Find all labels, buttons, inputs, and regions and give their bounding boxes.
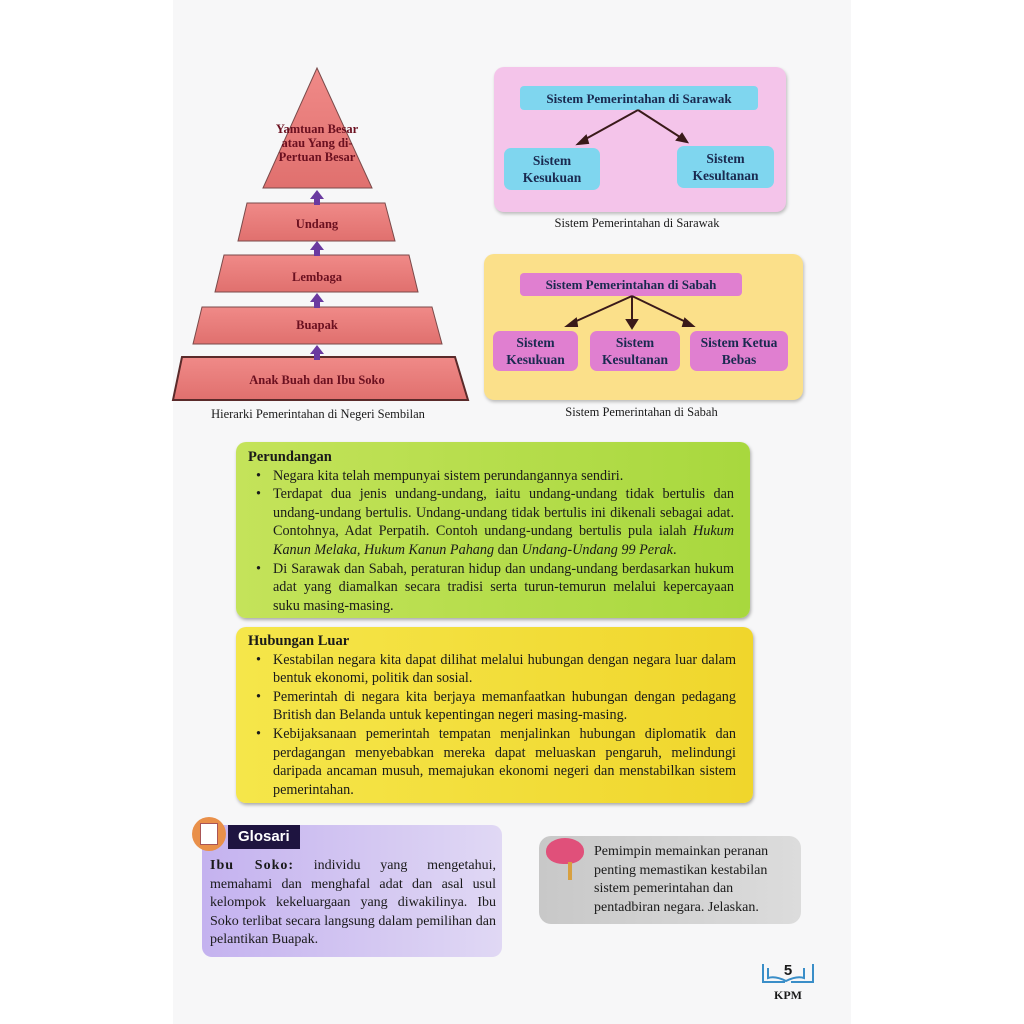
sarawak-title: Sistem Pemerintahan di Sarawak — [520, 86, 758, 110]
sabah-caption: Sistem Pemerintahan di Sabah — [565, 405, 718, 419]
perundangan-content: Perundangan Negara kita telah mempunyai … — [248, 448, 734, 615]
pyramid-level-5 — [171, 356, 470, 401]
pyramid-label-5: Anak Buah dan Ibu Soko — [249, 373, 385, 387]
brain-icon — [546, 838, 584, 864]
arrow-icons — [575, 109, 690, 146]
hubungan-title: Hubungan Luar — [248, 633, 350, 649]
pyramid-label-1: Yamtuan Besar atau Yang di-Pertuan Besar — [275, 122, 359, 164]
book-icon — [762, 964, 814, 983]
arrow-icons — [310, 190, 324, 360]
text: dan — [497, 541, 519, 558]
pyramid-diagram — [171, 66, 470, 401]
list-item: Di Sarawak dan Sabah, peraturan hidup da… — [256, 560, 734, 616]
sarawak-caption: Sistem Pemerintahan di Sarawak — [554, 216, 720, 230]
text: Hukum Kanun Melaka, Hukum Kanun Pahang — [273, 523, 734, 558]
sabah-item: Sistem Kesukuan — [493, 331, 578, 371]
glosari-text: Ibu Soko: individu yang mengetahui, mema… — [210, 857, 496, 950]
perundangan-title: Perundangan — [248, 449, 332, 465]
list-item: Terdapat dua jenis undang-undang, iaitu … — [256, 485, 734, 559]
hubungan-content: Hubungan Luar Kestabilan negara kita dap… — [248, 632, 736, 799]
sabah-title: Sistem Pemerintahan di Sabah — [520, 273, 742, 296]
arrow-icons — [564, 295, 696, 330]
pyramid-caption: Hierarki Pemerintahan di Negeri Sembilan — [211, 407, 425, 421]
think-text: Pemimpin memainkan peranan penting memas… — [594, 844, 769, 915]
page-number: 5 — [783, 962, 793, 979]
brain-stem-icon — [568, 862, 572, 880]
pyramid-label-3: Lembaga — [292, 270, 342, 284]
publisher-label: KPM — [774, 988, 802, 1002]
pyramid-level-3 — [214, 254, 419, 293]
glossary-icon — [192, 817, 226, 851]
glosari-definition: individu yang mengetahui, memahami dan m… — [210, 858, 496, 947]
list-item: Kebijaksanaan pemerintah tempatan menjal… — [256, 725, 736, 799]
pyramid-level-1 — [262, 66, 373, 189]
list-item: Kestabilan negara kita dapat dilihat mel… — [256, 651, 736, 688]
text: Terdapat dua jenis undang-undang, iaitu … — [273, 486, 734, 540]
pyramid-label-4: Buapak — [296, 318, 338, 332]
list-item: Negara kita telah mempunyai sistem perun… — [256, 467, 734, 486]
text: . — [672, 541, 677, 558]
sarawak-item: Sistem Kesultanan — [677, 146, 774, 188]
text: Undang-Undang 99 Perak — [521, 541, 673, 558]
pyramid-label-2: Undang — [295, 217, 339, 231]
sabah-item: Sistem Ketua Bebas — [690, 331, 788, 371]
glosari-term: Ibu Soko: — [210, 858, 295, 873]
glosari-label: Glosari — [228, 825, 300, 849]
pyramid-level-2 — [237, 202, 396, 242]
sarawak-item: Sistem Kesukuan — [504, 148, 600, 190]
sabah-item: Sistem Kesultanan — [590, 331, 680, 371]
pyramid-level-4 — [192, 306, 443, 345]
list-item: Pemerintah di negara kita berjaya memanf… — [256, 688, 736, 725]
